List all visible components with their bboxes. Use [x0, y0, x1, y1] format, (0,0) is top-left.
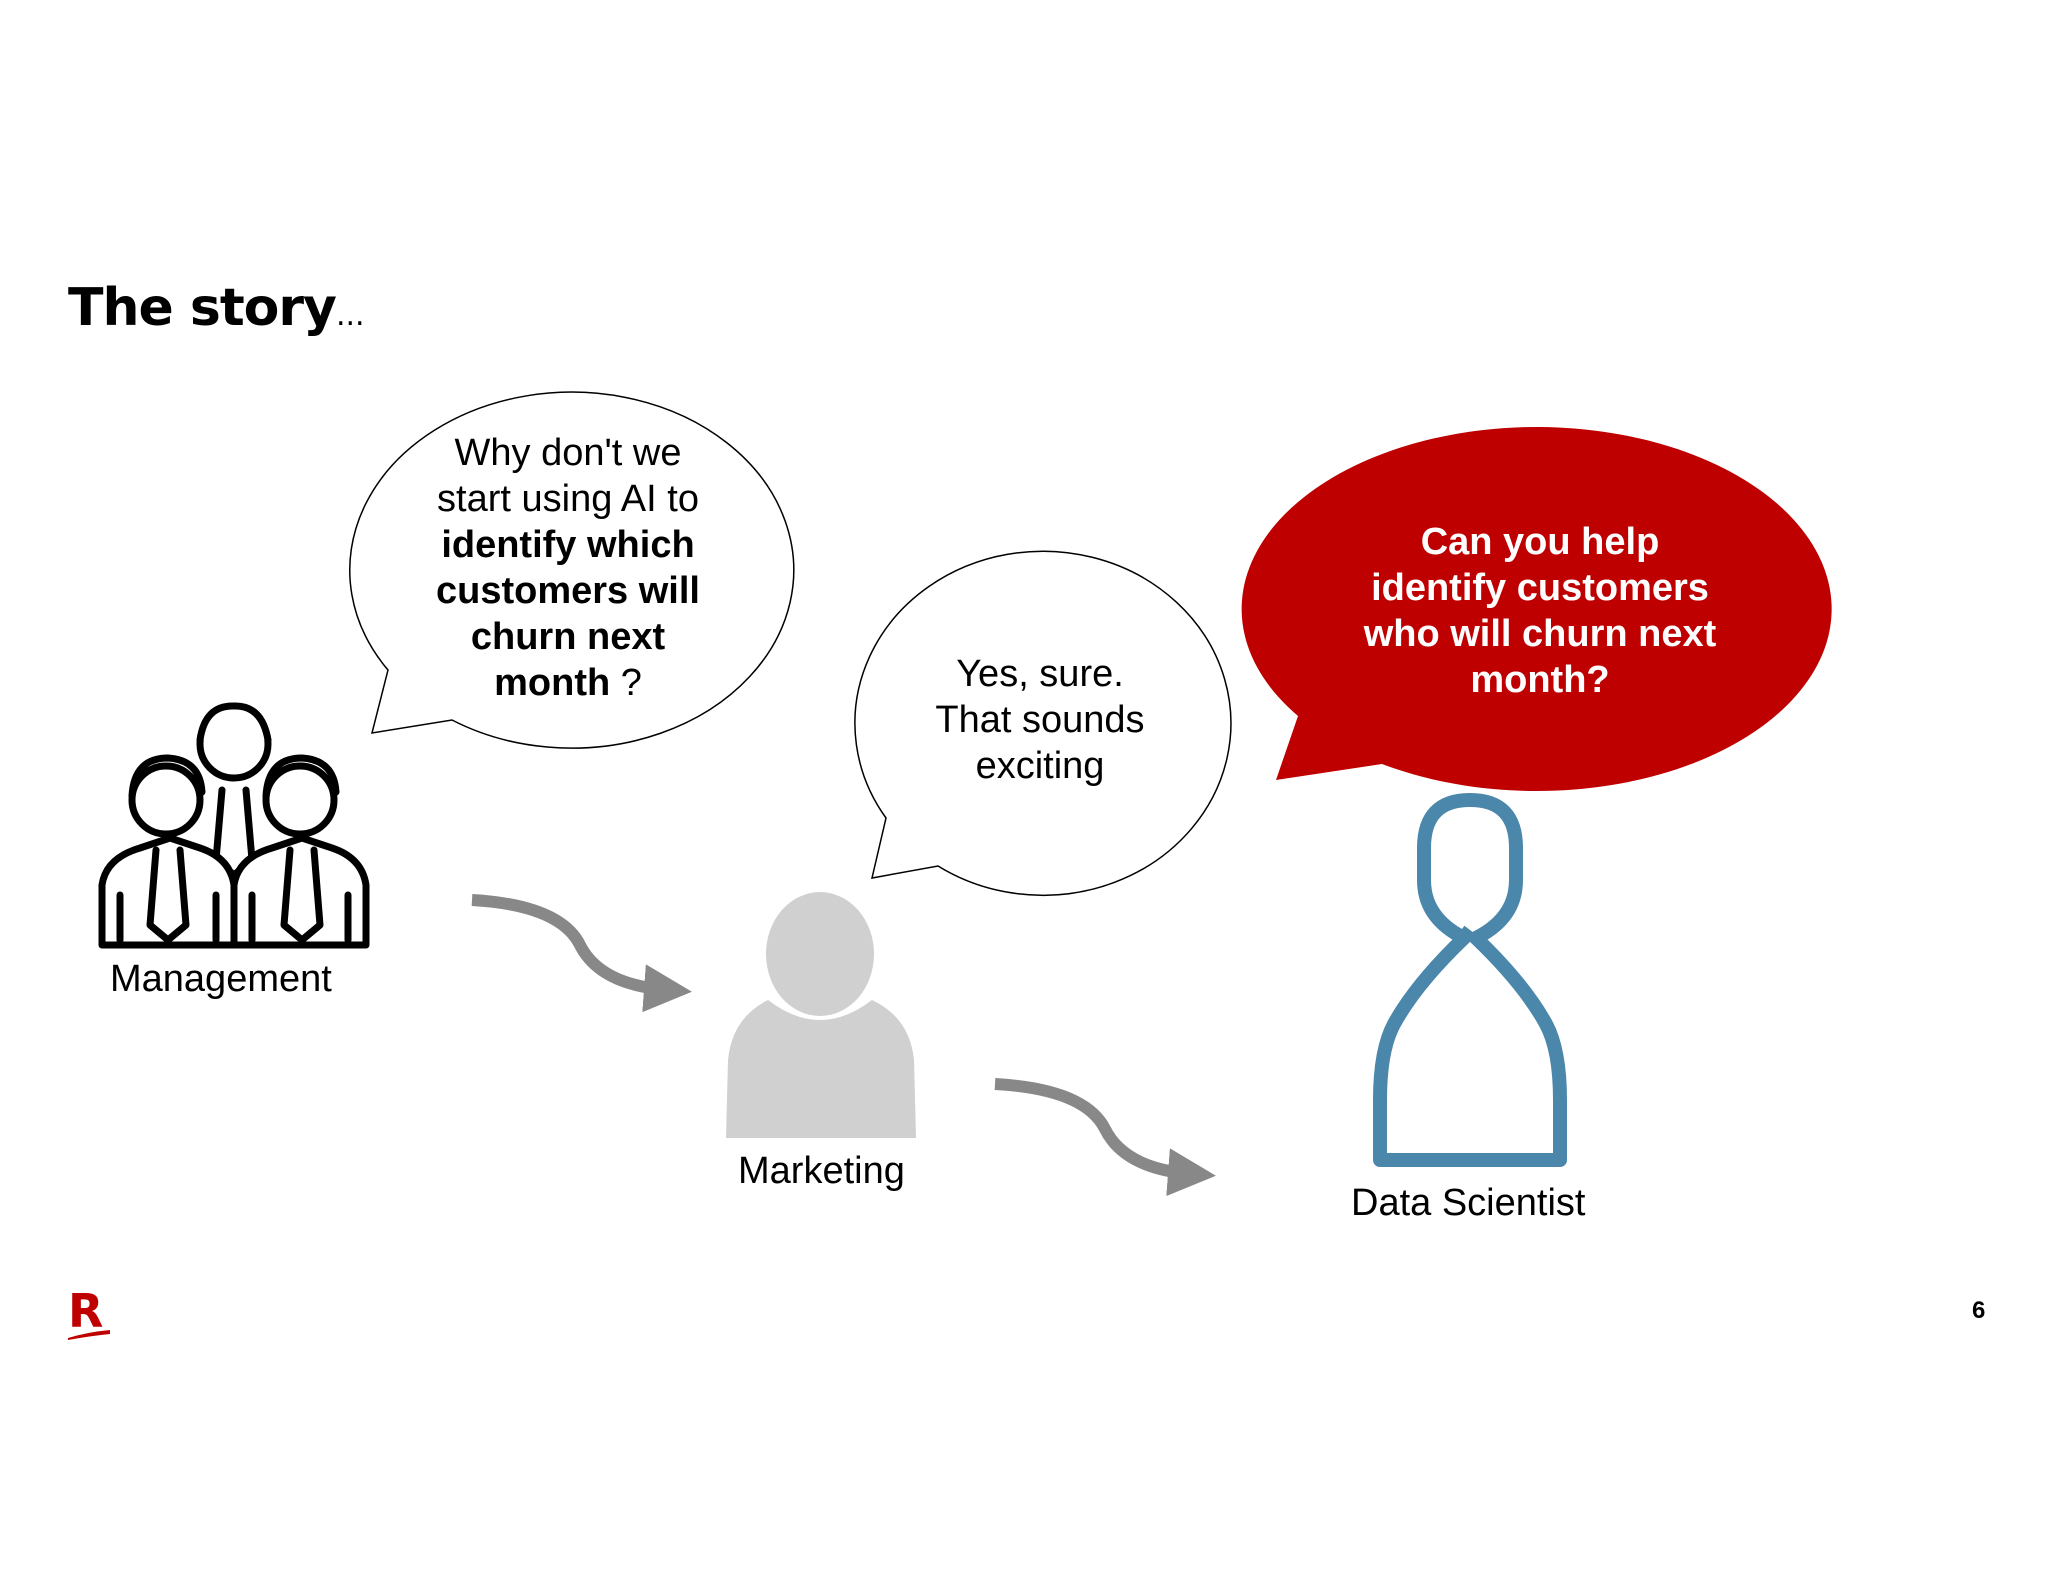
bubble-line-bold: churn next	[470, 616, 666, 658]
role-label-data-scientist: Data Scientist	[1351, 1182, 1586, 1224]
flow-arrow-marketing-to-data-scientist	[994, 1078, 1216, 1197]
bubble-line-rest: ?	[610, 662, 642, 704]
group-of-people-icon	[98, 702, 370, 949]
flow-arrow-management-to-marketing	[471, 894, 692, 1013]
bubble-line: exciting	[975, 745, 1105, 787]
brand-logo: R	[68, 1288, 110, 1340]
role-label-marketing: Marketing	[738, 1150, 905, 1192]
bubble-line: customers will	[398, 568, 738, 614]
person-outline-icon	[1373, 793, 1567, 1167]
speech-bubble-management	[349, 391, 795, 749]
bubble-line: identify which	[398, 522, 738, 568]
bubble-line: identify customers	[1371, 567, 1709, 609]
bubble-line: who will churn next	[1363, 613, 1717, 655]
bubble-line: start using AI to	[437, 478, 699, 520]
bubble-line: That sounds	[935, 699, 1145, 741]
bubble-text-management: Why don't we start using AI to identify …	[398, 430, 738, 706]
title-ellipsis: ...	[335, 298, 365, 333]
bubble-line-bold: identify which	[441, 524, 695, 566]
speech-bubble-data-scientist	[1241, 427, 1832, 792]
bubble-line: Yes, sure.	[956, 653, 1124, 695]
bubble-line: Why don't we	[454, 432, 682, 474]
person-silhouette-icon	[726, 892, 916, 1138]
page-number: 6	[1972, 1297, 1986, 1324]
logo-letter: R	[68, 1284, 104, 1338]
bubble-line: churn next	[398, 614, 738, 660]
title-main: The story	[68, 278, 337, 338]
bubble-line-bold: customers will	[436, 570, 700, 612]
bubble-line-bold: month	[494, 662, 611, 704]
bubble-line: Can you help	[1420, 521, 1660, 563]
bubble-line: month ?	[398, 660, 738, 706]
role-label-management: Management	[110, 958, 332, 1000]
speech-bubble-marketing	[854, 550, 1232, 897]
bubble-text-data-scientist: Can you help identify customers who will…	[1300, 519, 1780, 703]
bubble-text-marketing: Yes, sure. That sounds exciting	[880, 651, 1200, 789]
slide-title: The story...	[68, 278, 365, 338]
bubble-line: month?	[1470, 659, 1610, 701]
logo-swoosh	[68, 1330, 110, 1340]
